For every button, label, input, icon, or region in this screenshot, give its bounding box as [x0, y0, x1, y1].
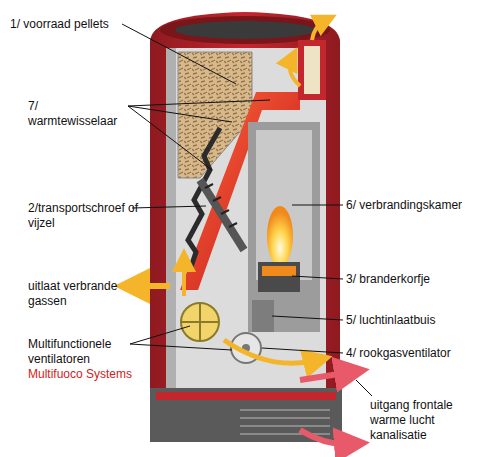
part-label: 5/ luchtinlaatbuis: [346, 313, 476, 328]
part-label: 7/ warmtewisselaar: [28, 99, 128, 129]
part-label: Multifunctionele ventilatoren: [28, 337, 132, 367]
flow-label: uitgang frontale warme lucht kanalisatie: [370, 398, 476, 443]
part-label: 2/transportschroef of vijzel: [28, 201, 140, 231]
brand-label: Multifuoco Systems: [28, 367, 146, 382]
part-label: 1/ voorraad pellets: [10, 17, 135, 32]
flow-label: uitlaat verbrande gassen: [28, 279, 128, 309]
part-label: 3/ branderkorfje: [346, 272, 476, 287]
part-label: 6/ verbrandingskamer: [346, 198, 476, 213]
part-label: 4/ rookgasventilator: [346, 346, 476, 361]
